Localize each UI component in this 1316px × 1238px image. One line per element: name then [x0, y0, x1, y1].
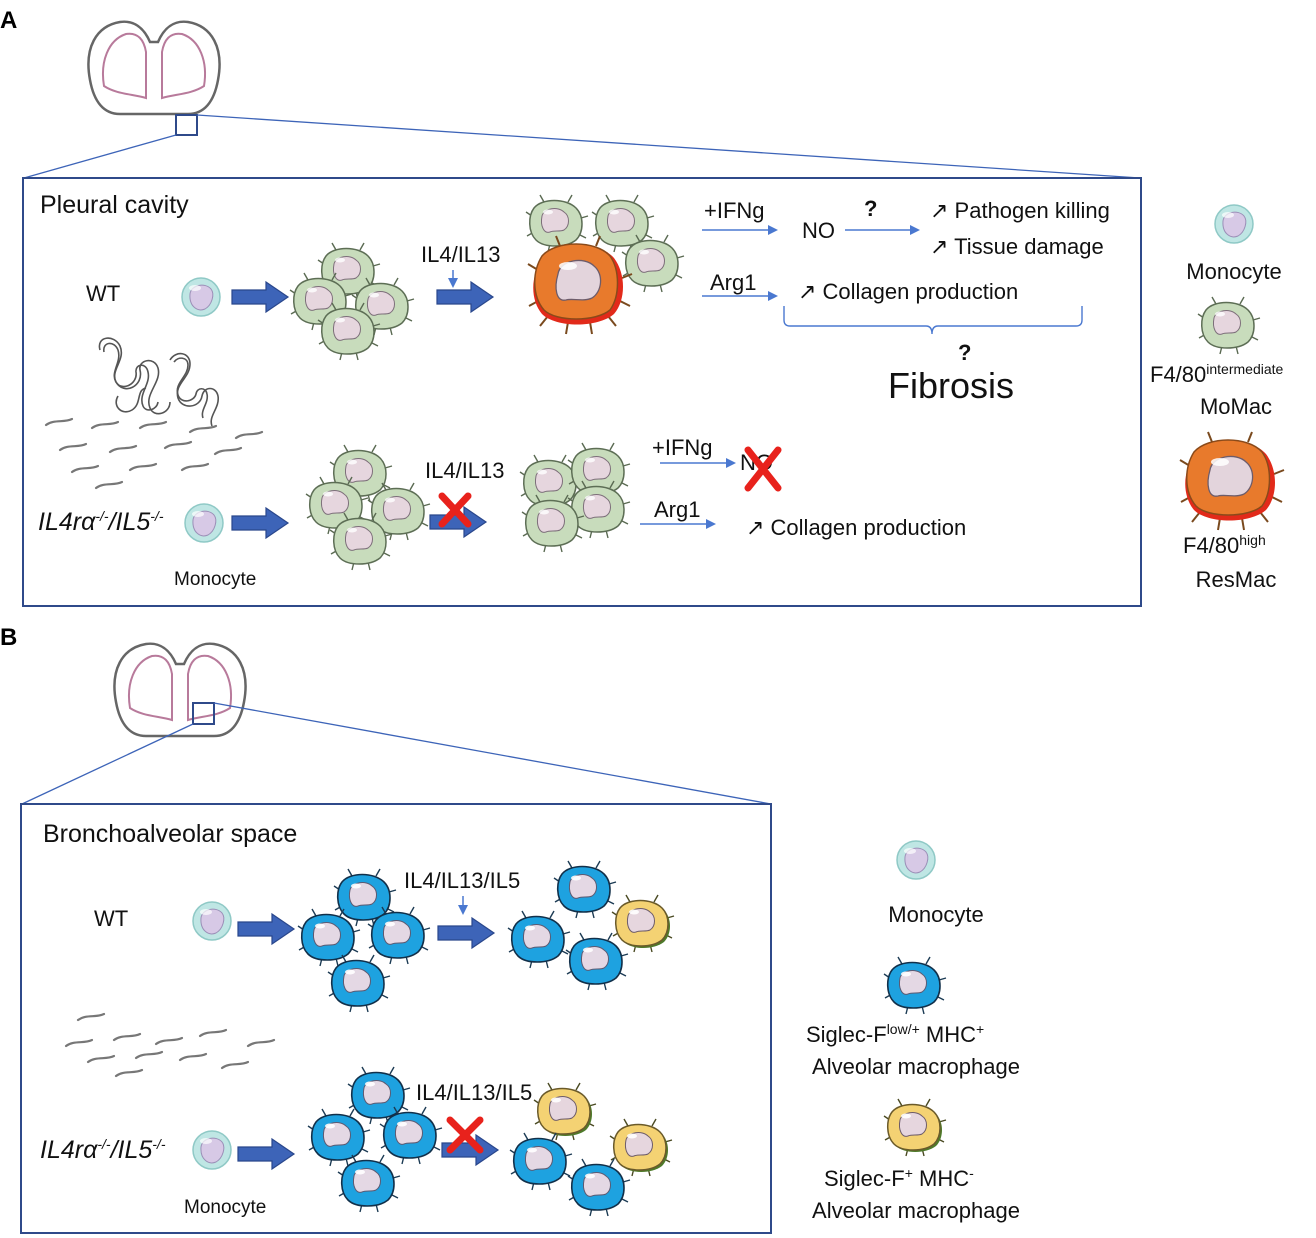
blocked-x-icon — [744, 446, 782, 492]
alveolar-blue-icon — [567, 1158, 631, 1217]
panel-a-letter: A — [0, 7, 17, 34]
ko-label-b: IL4rα-/-/IL5-/- — [40, 1136, 166, 1164]
legend-resmac-line2: ResMac — [1196, 567, 1277, 592]
il4-il13-il5-label-b-wt: IL4/IL13/IL5 — [404, 868, 520, 893]
legend-monocyte-label-a: Monocyte — [1186, 259, 1281, 284]
collagen-label-a-wt: ↗ Collagen production — [798, 279, 1018, 304]
fibrosis-question: ? — [958, 340, 971, 365]
tissue-damage-label: ↗ Tissue damage — [930, 234, 1104, 259]
legend-am2-line2: Alveolar macrophage — [812, 1198, 1020, 1223]
zoom-square-a — [175, 114, 198, 136]
fat-arrow-icon — [436, 281, 494, 313]
collagen-label-a-ko: ↗ Collagen production — [746, 515, 966, 540]
no-label-a: NO — [802, 218, 835, 243]
il4-il13-label-a-wt: IL4/IL13 — [421, 242, 501, 267]
alveolar-blue-icon — [565, 932, 629, 991]
legend-momac-line1: F4/80intermediate — [1150, 361, 1284, 387]
legend-am2-line1: Siglec-F+ MHC- — [824, 1165, 974, 1191]
alveolar-blue-icon — [553, 860, 617, 919]
fat-arrow-icon — [231, 507, 289, 539]
question-mark-no: ? — [864, 196, 877, 221]
legend-alveolar-yellow-icon — [883, 1098, 947, 1157]
blocked-x-icon — [438, 492, 472, 528]
legend-monocyte-label-b: Monocyte — [888, 902, 983, 927]
worm-larvae-icon-a — [44, 417, 264, 490]
monocyte-icon — [192, 1130, 232, 1170]
monocyte-caption-b: Monocyte — [184, 1197, 266, 1218]
fibrosis-label: Fibrosis — [888, 365, 1014, 406]
pleural-cavity-title: Pleural cavity — [40, 191, 189, 219]
ifng-label-a: +IFNg — [704, 198, 765, 223]
panel-a-frame — [22, 177, 1142, 607]
legend-momac-line2: MoMac — [1200, 394, 1272, 419]
lungs-icon-b — [113, 642, 247, 738]
il4-il13-il5-label-b-ko: IL4/IL13/IL5 — [416, 1080, 532, 1105]
fat-arrow-icon — [237, 1138, 295, 1170]
resmac-icon — [527, 235, 633, 335]
monocyte-icon — [184, 503, 224, 543]
alveolar-yellow-icon — [611, 894, 675, 953]
legend-resmac-icon — [1179, 431, 1285, 531]
ifng-label-a-ko: +IFNg — [652, 435, 713, 460]
monocyte-caption-a: Monocyte — [174, 569, 256, 590]
arg1-label-a-wt: Arg1 — [710, 270, 756, 295]
alveolar-blue-icon — [507, 910, 571, 969]
blocked-x-icon — [446, 1116, 484, 1154]
ko-label-a: IL4rα-/-/IL5-/- — [38, 508, 164, 536]
worm-larvae-icon-b — [64, 1012, 276, 1078]
legend-resmac-line1: F4/80high — [1183, 532, 1266, 558]
panel-b-frame — [20, 803, 772, 1234]
legend-alveolar-blue-icon — [883, 956, 947, 1015]
zoom-square-b — [192, 702, 215, 725]
monocyte-icon — [192, 901, 232, 941]
alveolar-yellow-icon — [609, 1118, 673, 1177]
bronchoalveolar-title: Bronchoalveolar space — [43, 820, 297, 848]
fat-arrow-icon — [437, 917, 495, 949]
legend-am1-line2: Alveolar macrophage — [812, 1054, 1020, 1079]
zoom-line-b-left — [21, 723, 194, 805]
monocyte-icon — [181, 277, 221, 317]
legend-momac-icon — [1197, 296, 1261, 355]
legend-monocyte-icon — [896, 840, 936, 880]
il4-il13-label-a-ko: IL4/IL13 — [425, 458, 505, 483]
zoom-line-a-right — [196, 114, 1141, 179]
fat-arrow-icon — [231, 281, 289, 313]
alveolar-yellow-icon — [533, 1082, 597, 1141]
arg1-label-a-ko: Arg1 — [654, 497, 700, 522]
legend-monocyte-icon — [1214, 204, 1254, 244]
alveolar-blue-icon — [307, 1108, 371, 1167]
zoom-line-a-left — [23, 134, 177, 179]
worm-coils-icon — [98, 337, 219, 427]
legend-am1-line1: Siglec-Flow/+ MHC+ — [806, 1021, 984, 1047]
wt-label-b: WT — [94, 906, 128, 931]
fibrosis-brace — [783, 306, 1083, 335]
fat-arrow-icon — [237, 913, 295, 945]
zoom-line-b-right — [213, 702, 772, 805]
alveolar-blue-icon — [509, 1132, 573, 1191]
lungs-icon-a — [87, 20, 221, 116]
wt-label-a: WT — [86, 281, 120, 306]
panel-b-letter: B — [0, 624, 17, 651]
pathogen-killing-label: ↗ Pathogen killing — [930, 198, 1110, 223]
